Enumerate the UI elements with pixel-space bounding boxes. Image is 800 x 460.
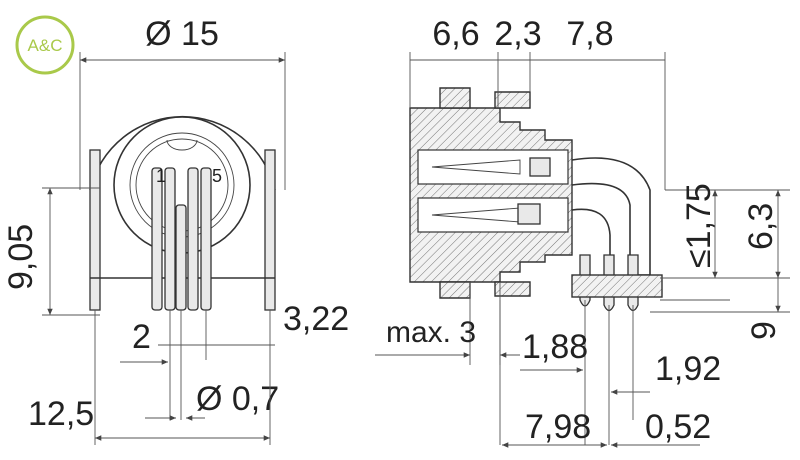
contact-spring-upper [431, 159, 521, 175]
nut-flange-bottom [494, 281, 531, 297]
dim-pin-offset-322: 3,22 [283, 300, 349, 338]
dim-width-125: 12,5 [28, 395, 94, 433]
dim-192: 1,92 [655, 350, 721, 388]
nut-bottom [439, 281, 471, 299]
housing-outer-arc [89, 115, 276, 191]
contact-channel-lower [417, 197, 569, 233]
dim-63: 6,3 [742, 203, 780, 250]
dim-188: 1,88 [522, 328, 588, 366]
mount-leg-right [264, 149, 276, 311]
contact-pin-2 [164, 167, 176, 311]
logo-text: A&C [28, 36, 63, 55]
logo-ring [15, 15, 75, 75]
housing-section [409, 107, 573, 283]
pin-label-1: 1 [156, 166, 166, 186]
dim-pin-diameter: Ø 0,7 [196, 380, 279, 418]
mount-leg-left [89, 149, 101, 311]
side-dimensions: 6,6 2,3 7,8 max. 3 ≤1,75 6,3 9 1,88 1,92… [375, 15, 790, 448]
contact-pin-4 [187, 167, 199, 311]
dim-175: ≤1,75 [680, 183, 718, 268]
nut-flange-top [494, 91, 531, 109]
crimp-upper [529, 157, 551, 177]
dim-diameter-15: Ø 15 [145, 15, 219, 53]
crimp-lower [517, 203, 541, 225]
logo: A&C [15, 15, 75, 75]
dim-length-23: 2,3 [494, 15, 541, 53]
front-dimensions: Ø 15 9,05 2 3,22 Ø 0,7 12,5 [2, 15, 349, 445]
dim-pin-spacing-2: 2 [132, 318, 151, 356]
contact-pin-1 [151, 167, 163, 311]
dim-052: 0,52 [645, 408, 711, 446]
nut-top [439, 87, 471, 109]
key-notch [166, 139, 198, 151]
dim-max-3: max. 3 [386, 316, 476, 349]
pin-label-5: 5 [212, 166, 222, 186]
angled-rear-inner [571, 208, 611, 275]
dim-length-66: 6,6 [432, 15, 479, 53]
pcb-board [571, 274, 663, 298]
dim-height-905: 9,05 [2, 224, 40, 290]
dim-9: 9 [745, 321, 783, 340]
contact-pin-5 [200, 167, 212, 311]
front-view: 1 5 [89, 115, 276, 311]
dim-length-78: 7,8 [566, 15, 613, 53]
dim-798: 7,98 [525, 408, 591, 446]
contact-pin-3 [175, 204, 187, 311]
side-view [409, 87, 663, 312]
